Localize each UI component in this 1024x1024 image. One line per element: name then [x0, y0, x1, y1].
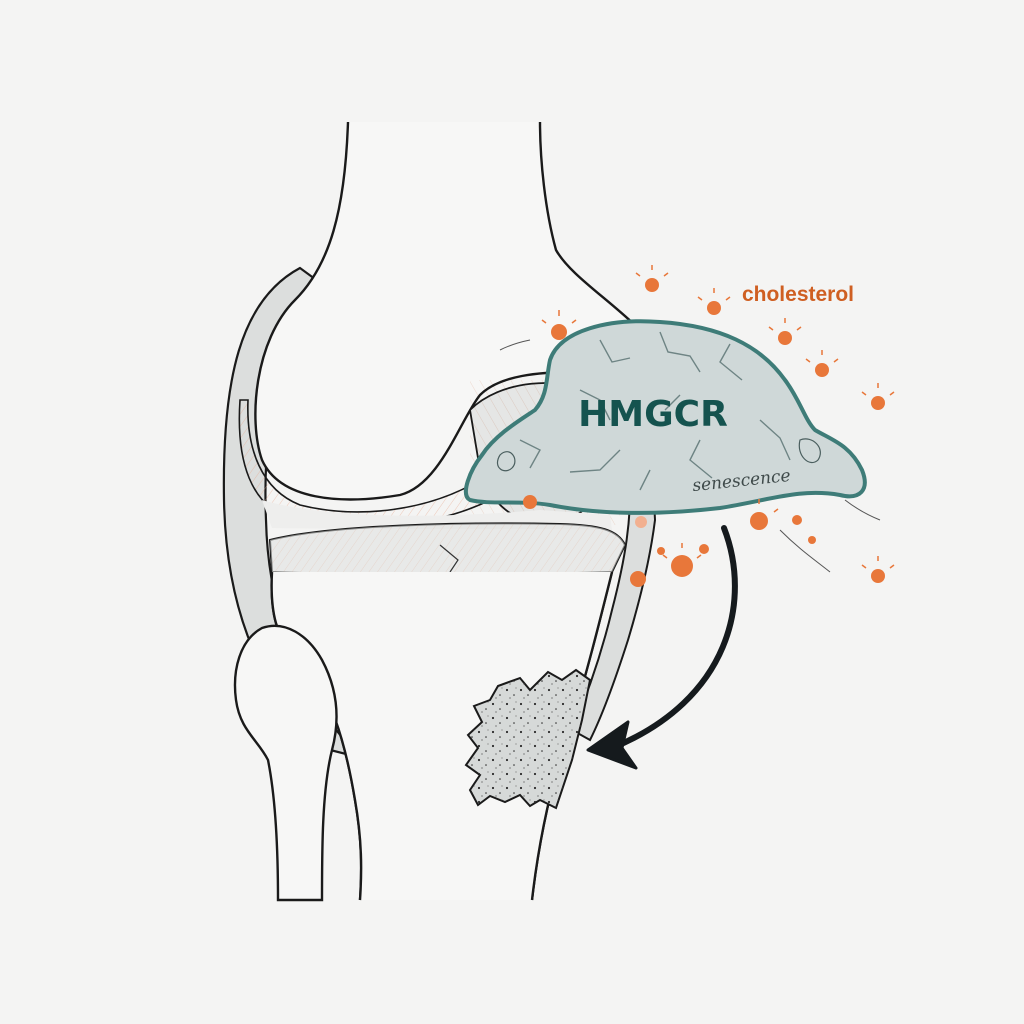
enzyme-label: HMGCR	[578, 394, 728, 435]
curved-arrow-icon	[609, 525, 738, 751]
sparkle-dot-icon	[861, 556, 895, 583]
sparkle-dot-icon	[630, 571, 646, 587]
sparkle-dot-icon	[792, 515, 802, 525]
sparkle-dot-icon	[541, 310, 577, 340]
arrowhead-icon	[586, 720, 638, 770]
sparkle-dot-icon	[697, 288, 731, 315]
sparkle-dot-icon	[750, 499, 779, 530]
sparkle-dot-icon	[635, 516, 647, 528]
tibial-cartilage-fill	[270, 523, 625, 575]
sparkle-dot-icon	[662, 543, 702, 577]
joint-space	[262, 500, 612, 530]
sparkle-dot-icon	[523, 495, 537, 509]
fibula-bone	[233, 624, 338, 902]
senescent-cell	[463, 319, 867, 515]
tibia-shaft-fill	[271, 572, 612, 900]
sparkle-dot-icon	[768, 318, 802, 345]
sparkle-dot-icon	[699, 544, 709, 554]
sparkle-dot-icon	[861, 383, 895, 410]
sketch-strokes	[499, 339, 881, 573]
sparkle-dot-icon	[635, 265, 669, 292]
sparkle-dot-icon	[657, 547, 665, 555]
cholesterol-particles	[523, 265, 895, 587]
bone-lesion-speckle	[466, 670, 590, 808]
sparkle-dot-icon	[808, 536, 816, 544]
cell-inner-squiggle	[496, 438, 821, 472]
femur-bone	[254, 121, 642, 501]
sparkle-dot-icon	[805, 350, 839, 377]
cell-crack-lines	[519, 331, 791, 491]
cholesterol-label: cholesterol	[742, 283, 854, 306]
